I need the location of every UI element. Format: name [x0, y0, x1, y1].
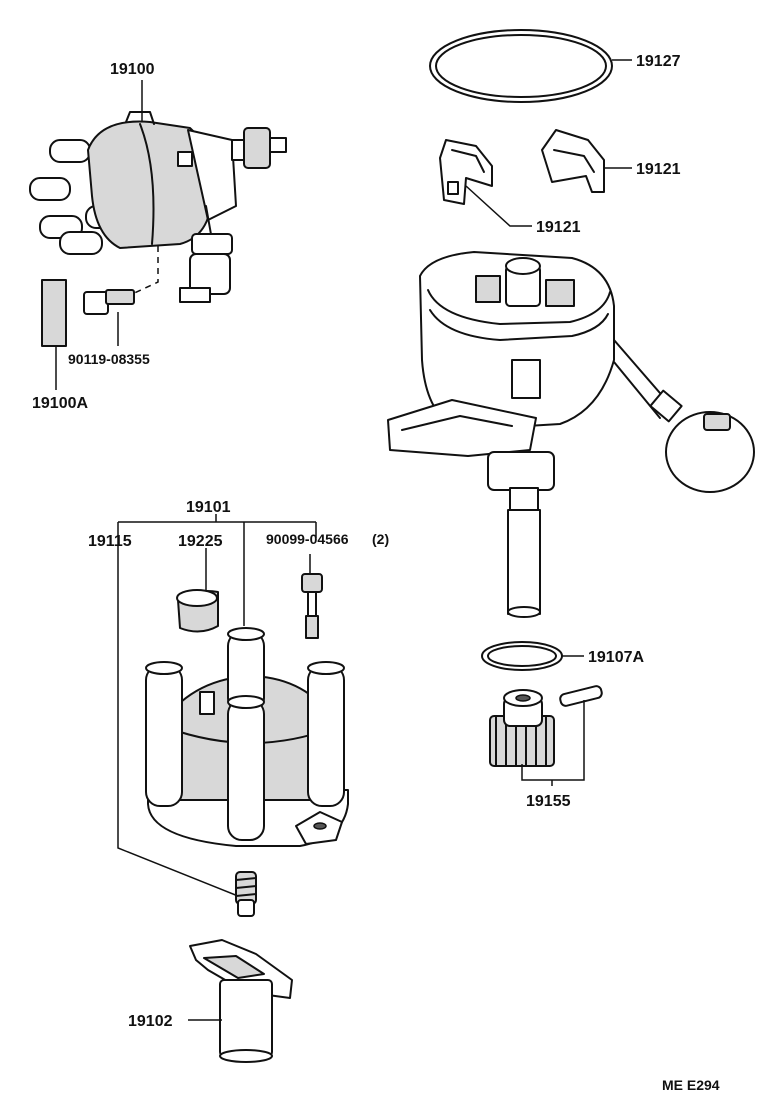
pin-19155[interactable]: [559, 685, 603, 707]
clamp-19121-right[interactable]: [541, 129, 605, 193]
label-19115: 19115: [88, 533, 132, 550]
gear-19155[interactable]: [489, 689, 555, 767]
clamp-19121-left[interactable]: [439, 139, 493, 205]
label-90099-qty: (2): [372, 531, 389, 547]
label-19121-left: 19121: [536, 219, 581, 236]
label-19225: 19225: [178, 533, 223, 550]
diagram-code: ME E294: [662, 1077, 720, 1093]
label-19155: 19155: [526, 793, 571, 810]
distributor-assembly[interactable]: [29, 111, 287, 303]
label-19107a: 19107A: [588, 649, 644, 666]
screw-90099[interactable]: [301, 573, 323, 639]
label-19127: 19127: [636, 53, 681, 70]
label-90119-08355: 90119-08355: [68, 351, 150, 367]
label-19102: 19102: [128, 1013, 173, 1030]
distributor-cap[interactable]: [145, 627, 349, 847]
label-19101: 19101: [186, 499, 231, 516]
o-ring-19107a[interactable]: [481, 641, 563, 671]
label-19121-right: 19121: [636, 161, 681, 178]
label-19100a: 19100A: [32, 395, 88, 412]
distributor-housing[interactable]: [387, 251, 755, 618]
label-90099-04566: 90099-04566: [266, 531, 349, 547]
label-19100: 19100: [110, 61, 155, 78]
cap-piece-19225[interactable]: [176, 589, 219, 633]
rotor-19102[interactable]: [189, 939, 293, 1063]
label-strip-19100a[interactable]: [41, 279, 67, 347]
bolt-90119[interactable]: [83, 289, 135, 315]
spring-19115[interactable]: [235, 871, 257, 917]
o-ring-19127[interactable]: [429, 29, 613, 103]
